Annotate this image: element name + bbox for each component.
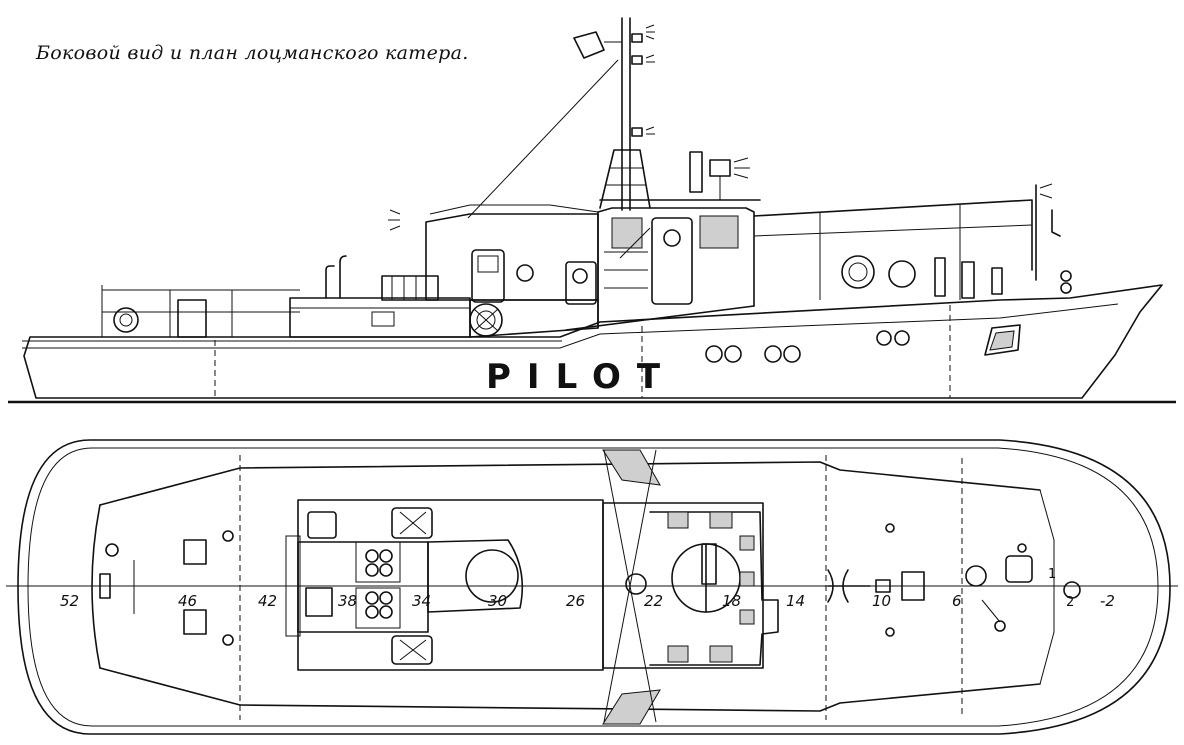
- frame-label-2: 42: [258, 592, 277, 610]
- frame-label-8: 18: [722, 592, 741, 610]
- side-view: PILOT: [8, 17, 1176, 404]
- frame-labels: 52 46 42 38 34 30 26 22 18 14 10 6 -2: [60, 592, 1115, 610]
- hawse-pipe: [984, 324, 1021, 356]
- engine-casing: [285, 499, 604, 671]
- frame-label-7: 22: [644, 592, 663, 610]
- portholes: [705, 330, 910, 363]
- plan-view: 52 46 42 38 34 30 26 22 18 14 10 6 -2 1 2: [6, 439, 1178, 735]
- plan-number-2: 2: [1066, 595, 1074, 610]
- wheelhouse-door: [651, 217, 693, 305]
- sheer-line: [22, 303, 1119, 349]
- vent-grilles: [365, 549, 393, 619]
- hatch-wheel-icon: [841, 255, 875, 289]
- plan-number-1: 1: [1048, 567, 1056, 582]
- frame-label-12: -2: [1100, 592, 1115, 610]
- plan-hull-outline: [17, 439, 1171, 735]
- wheelhouse-plan: [602, 502, 779, 669]
- door: [471, 249, 505, 303]
- frame-label-4: 34: [412, 592, 431, 610]
- towing-bitt-icon: [113, 307, 139, 333]
- fore-fittings: [827, 523, 1081, 637]
- superstructure: [425, 204, 599, 338]
- frame-label-9: 14: [786, 592, 805, 610]
- hull-label: PILOT: [486, 357, 676, 397]
- frame-label-11: 6: [952, 592, 962, 610]
- hull-outline: [23, 284, 1163, 399]
- frame-label-5: 30: [488, 592, 507, 610]
- bridge-wings: [602, 449, 661, 725]
- searchlight: [689, 151, 750, 200]
- aft-railing: [101, 285, 300, 338]
- wheelhouse: [565, 199, 761, 331]
- mast: [467, 17, 655, 259]
- aft-fittings: [99, 530, 234, 646]
- frame-label-1: 46: [178, 592, 197, 610]
- flag-icon: [573, 31, 605, 59]
- skylight-icon: [465, 549, 519, 603]
- frame-label-6: 26: [566, 592, 585, 610]
- frame-label-0: 52: [60, 592, 79, 610]
- forward-deck: [753, 183, 1072, 300]
- frame-label-3: 38: [338, 592, 357, 610]
- windlass-icon: [901, 571, 925, 601]
- stay-wire: [467, 59, 619, 219]
- aft-deckhouse: [289, 255, 471, 338]
- frame-label-10: 10: [872, 592, 891, 610]
- porthole-icon: [516, 264, 534, 282]
- figure-caption: Боковой вид и план лоцманского катера.: [36, 42, 469, 64]
